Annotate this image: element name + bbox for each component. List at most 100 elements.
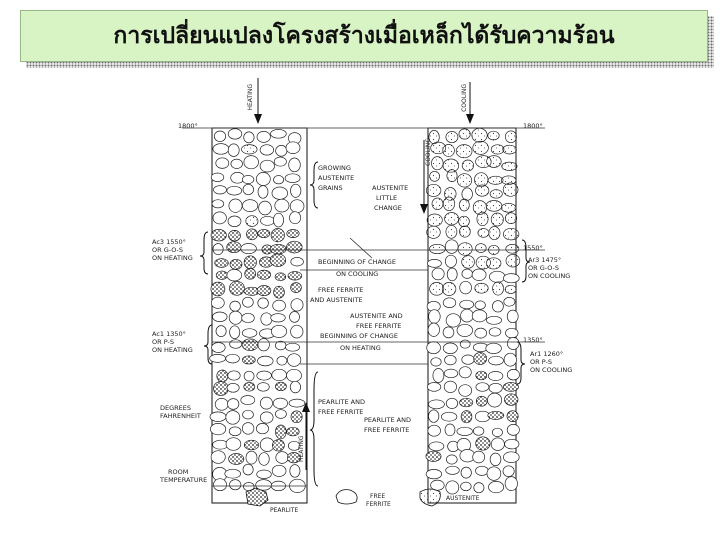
degrees-line-2: FAHRENHEIT (160, 412, 201, 420)
temp-left-top: 1800° (178, 122, 198, 130)
grain (446, 481, 459, 494)
grain (257, 383, 269, 392)
grain (429, 442, 444, 451)
grain (272, 465, 286, 476)
grain (459, 199, 469, 211)
grain (286, 343, 300, 351)
grain (443, 144, 455, 156)
grain (259, 201, 272, 215)
grain (290, 312, 300, 323)
degrees-line-1: DEGREES (160, 404, 191, 412)
grain (270, 244, 286, 254)
ac1-line-1: Ac1 1350° (152, 330, 186, 338)
grain (462, 355, 474, 364)
ac3-line-2: OR G-O-S (152, 246, 183, 254)
grain (441, 412, 457, 421)
grain (286, 142, 300, 154)
grain (211, 229, 226, 241)
grain (213, 312, 228, 322)
grain (258, 356, 274, 366)
grain (505, 285, 516, 293)
grain (445, 255, 456, 267)
ferrite-swatch (336, 490, 357, 504)
grain (427, 226, 441, 238)
grain (487, 467, 501, 481)
grain (493, 282, 504, 295)
grain (461, 467, 471, 478)
grain (459, 367, 471, 378)
grain (443, 343, 457, 354)
grain (446, 466, 460, 474)
grain (445, 424, 455, 436)
grain (258, 186, 268, 199)
grain (504, 297, 515, 306)
grain (432, 198, 443, 210)
grain (476, 466, 489, 475)
grain (210, 412, 226, 422)
grain (458, 243, 472, 256)
grain (244, 382, 255, 391)
grain (291, 299, 303, 311)
austenite-ferrite-line-2: FREE FERRITE (356, 322, 401, 330)
cooling-arrow: COOLING (461, 82, 474, 124)
ac1-line-3: ON HEATING (152, 346, 193, 354)
grain (492, 428, 502, 436)
grain (507, 310, 518, 323)
grain (489, 356, 504, 365)
beginning-heating-line-1: BEGINNING OF CHANGE (320, 332, 398, 340)
grain (246, 216, 258, 227)
grain (270, 254, 286, 267)
grain (227, 242, 241, 253)
grain (486, 343, 502, 353)
growing-line-1: GROWING (318, 164, 351, 172)
grain (430, 171, 440, 181)
grain (429, 310, 441, 324)
grain (476, 185, 489, 196)
grain (247, 229, 258, 240)
legend-ferrite: FREE FERRITE (336, 490, 391, 508)
grain (214, 131, 225, 142)
grain (444, 369, 458, 378)
grain (260, 160, 274, 172)
grain (272, 440, 284, 451)
grain (242, 339, 258, 351)
grain (243, 184, 254, 194)
grain (257, 371, 272, 380)
grain (443, 197, 454, 211)
grain (212, 200, 224, 208)
brace-growing (310, 162, 318, 208)
grain (274, 286, 285, 298)
grain (261, 216, 275, 225)
grain (242, 200, 257, 212)
grain (210, 423, 225, 434)
beginning-cooling-line-2: ON COOLING (336, 270, 378, 278)
grain (259, 453, 270, 466)
grain (460, 300, 474, 309)
grain (285, 174, 300, 183)
phase-annotations: GROWING AUSTENITE GRAINS AUSTENITE LITTL… (310, 164, 411, 434)
grain (226, 438, 241, 451)
grain (214, 382, 229, 396)
grain (427, 383, 440, 392)
grain (488, 411, 504, 419)
grain (459, 385, 472, 397)
grain (486, 316, 501, 324)
temp-right-1350: 1350° (523, 336, 543, 344)
grain (428, 425, 441, 436)
legend-ferrite-line-1: FREE (370, 493, 385, 500)
grain (243, 410, 254, 419)
grain (291, 411, 302, 423)
grain (211, 451, 225, 464)
grain (462, 188, 473, 200)
room-line-1: ROOM (168, 468, 188, 476)
grain (258, 298, 269, 308)
little-change-line-2: LITTLE (376, 194, 397, 202)
grain (272, 369, 287, 380)
grain (213, 144, 229, 155)
grain (472, 269, 486, 281)
grain (257, 286, 271, 296)
grain (275, 341, 286, 350)
grain (503, 228, 519, 240)
ac3-line-3: ON HEATING (152, 254, 193, 262)
grain (257, 270, 270, 279)
